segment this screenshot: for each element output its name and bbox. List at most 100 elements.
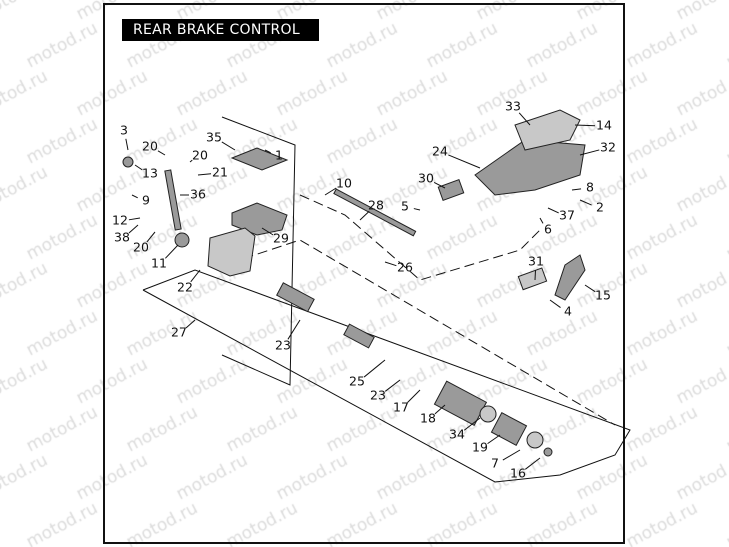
reservoir-body <box>231 202 288 236</box>
assembly-outline-bore <box>214 239 616 426</box>
leader-line <box>547 207 559 214</box>
leader-line <box>502 449 521 461</box>
leader-line <box>128 224 139 234</box>
callout-10: 10 <box>336 176 352 191</box>
callout-29: 29 <box>273 231 289 246</box>
nut-11 <box>174 232 190 248</box>
reservoir-outline <box>221 116 296 386</box>
leader-line <box>287 319 301 340</box>
diagram-title: REAR BRAKE CONTROL <box>122 19 319 41</box>
leader-line <box>197 173 212 176</box>
leader-line <box>549 299 561 308</box>
callout-33: 33 <box>505 99 521 114</box>
callout-27: 27 <box>171 325 187 340</box>
callout-17: 17 <box>393 400 409 415</box>
callout-3: 3 <box>120 123 128 138</box>
leader-line <box>363 359 386 378</box>
boot-19 <box>490 412 528 446</box>
leader-line <box>584 284 596 293</box>
leader-line <box>134 164 143 171</box>
clamp-13 <box>122 156 134 168</box>
callout-24: 24 <box>432 144 448 159</box>
leader-line <box>434 404 446 415</box>
callout-32: 32 <box>600 140 616 155</box>
ring-16 <box>543 447 553 457</box>
callout-20: 20 <box>133 240 149 255</box>
callout-13: 13 <box>142 166 158 181</box>
pedal-arm-15 <box>554 254 586 301</box>
plunger <box>343 323 375 349</box>
callout-labels: 3202021133691238201135129222723252317183… <box>112 99 616 481</box>
callout-20: 20 <box>192 148 208 163</box>
callout-7: 7 <box>491 456 499 471</box>
leader-line <box>579 199 592 206</box>
leader-line <box>190 269 201 283</box>
callout-26: 26 <box>397 260 413 275</box>
assembly-outline-27 <box>142 269 631 483</box>
leader-line <box>146 231 156 243</box>
leader-line <box>359 210 370 221</box>
leader-line <box>518 112 531 126</box>
leader-line <box>125 138 129 151</box>
leader-line <box>487 434 501 445</box>
leader-line <box>534 269 537 281</box>
leader-line <box>384 379 401 392</box>
callout-14: 14 <box>596 118 612 133</box>
callout-9: 9 <box>142 193 150 208</box>
washer-7 <box>526 431 544 449</box>
pedal-pad-33 <box>514 109 581 151</box>
callout-23: 23 <box>275 338 291 353</box>
leader-line <box>264 149 271 154</box>
bushing-30 <box>437 179 465 201</box>
callout-34: 34 <box>449 427 465 442</box>
leader-line <box>524 457 541 470</box>
leader-line <box>189 159 193 163</box>
reservoir-cap <box>230 147 289 171</box>
callout-4: 4 <box>564 304 572 319</box>
leader-line <box>539 217 544 224</box>
leader-line <box>579 149 600 156</box>
callout-28: 28 <box>368 198 384 213</box>
leader-line <box>131 194 138 199</box>
callout-1: 1 <box>275 148 283 163</box>
callout-35: 35 <box>206 130 222 145</box>
leader-line <box>185 319 196 329</box>
leader-line <box>413 208 421 211</box>
assembly-outline-lever <box>299 194 541 281</box>
callout-31: 31 <box>528 254 544 269</box>
callout-18: 18 <box>420 411 436 426</box>
callout-15: 15 <box>595 288 611 303</box>
callout-6: 6 <box>544 222 552 237</box>
leader-line <box>571 188 582 191</box>
callout-20: 20 <box>142 139 158 154</box>
callout-23: 23 <box>370 388 386 403</box>
callout-22: 22 <box>177 280 193 295</box>
leader-line <box>165 244 179 259</box>
leader-line <box>574 124 596 127</box>
leader-line <box>448 154 481 169</box>
leader-line <box>463 417 481 431</box>
callout-21: 21 <box>212 165 228 180</box>
callout-5: 5 <box>401 199 409 214</box>
piston <box>276 282 315 313</box>
callout-25: 25 <box>349 374 365 389</box>
brake-line <box>164 169 182 231</box>
callout-30: 30 <box>418 171 434 186</box>
pushrod-28 <box>333 188 417 237</box>
callout-19: 19 <box>472 440 488 455</box>
leader-line <box>433 181 446 189</box>
leader-line <box>221 141 236 151</box>
callout-2: 2 <box>596 200 604 215</box>
callout-11: 11 <box>151 256 167 271</box>
leader-line <box>261 227 274 236</box>
callout-36: 36 <box>190 187 206 202</box>
callout-12: 12 <box>112 213 128 228</box>
leader-line <box>384 261 397 267</box>
callout-38: 38 <box>114 230 130 245</box>
diagram-frame <box>103 3 625 544</box>
washer-34 <box>479 405 497 423</box>
leader-line <box>128 217 141 221</box>
master-cylinder-body <box>207 227 256 277</box>
callout-8: 8 <box>586 180 594 195</box>
